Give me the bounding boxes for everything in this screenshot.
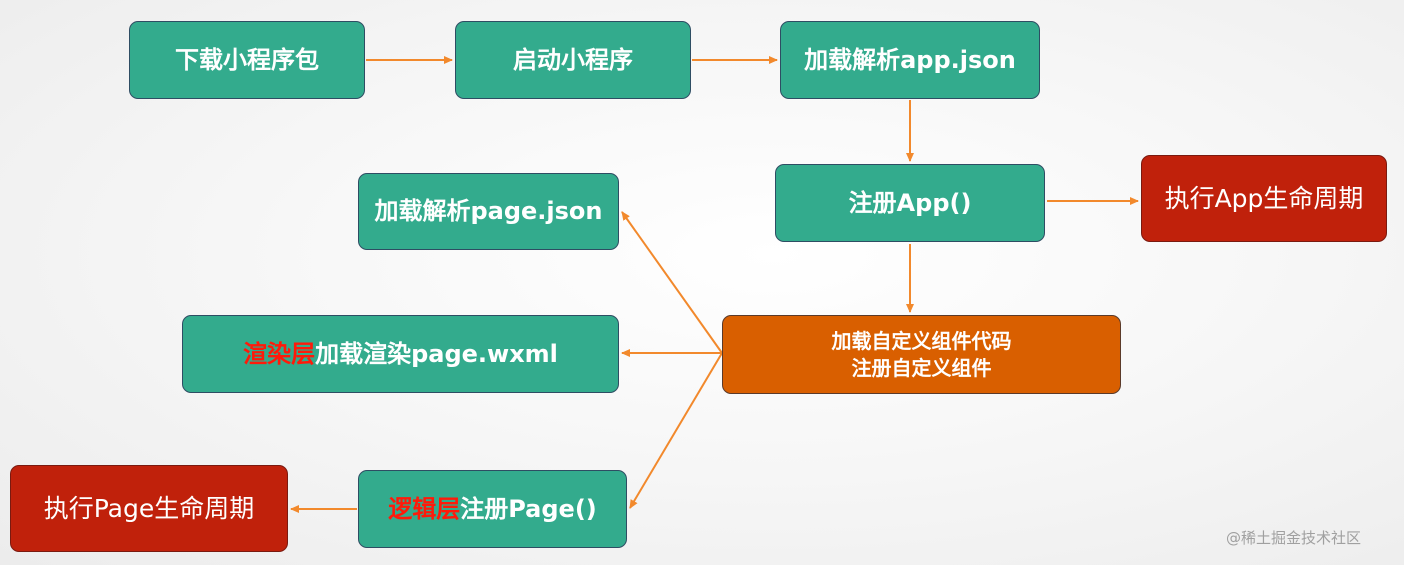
node-custom-components-line1: 加载自定义组件代码: [831, 328, 1012, 353]
node-render-page-wxml-text: 渲染层加载渲染page.wxml: [243, 340, 558, 369]
render-action-label: 加载渲染page.wxml: [315, 339, 558, 368]
node-register-page: 逻辑层注册Page(): [358, 470, 627, 548]
node-app-lifecycle-label: 执行App生命周期: [1164, 183, 1364, 213]
node-register-page-text: 逻辑层注册Page(): [388, 495, 597, 524]
node-page-lifecycle-label: 执行Page生命周期: [43, 493, 255, 523]
render-layer-label: 渲染层: [243, 339, 316, 368]
node-custom-components-line2: 注册自定义组件: [851, 355, 992, 380]
watermark-text: @稀土掘金技术社区: [1226, 529, 1362, 547]
node-load-app-json: 加载解析app.json: [780, 21, 1040, 99]
node-launch-mini-program-label: 启动小程序: [513, 45, 633, 74]
node-load-page-json: 加载解析page.json: [358, 173, 619, 250]
register-page-label: 注册Page(): [460, 494, 597, 523]
node-download-package-label: 下载小程序包: [175, 45, 319, 74]
logic-layer-label: 逻辑层: [388, 494, 461, 523]
node-register-app-label: 注册App(): [848, 188, 972, 217]
node-launch-mini-program: 启动小程序: [455, 21, 691, 99]
node-register-app: 注册App(): [775, 164, 1045, 242]
node-custom-components: 加载自定义组件代码 注册自定义组件: [722, 315, 1121, 394]
node-page-lifecycle: 执行Page生命周期: [10, 465, 288, 552]
node-download-package: 下载小程序包: [129, 21, 365, 99]
arrow-custom-components-to-load-page-json: [621, 211, 723, 354]
node-load-app-json-label: 加载解析app.json: [804, 45, 1016, 74]
node-app-lifecycle: 执行App生命周期: [1141, 155, 1387, 242]
node-load-page-json-label: 加载解析page.json: [374, 197, 603, 226]
node-render-page-wxml: 渲染层加载渲染page.wxml: [182, 315, 619, 393]
arrow-custom-components-to-register-page: [629, 352, 723, 509]
